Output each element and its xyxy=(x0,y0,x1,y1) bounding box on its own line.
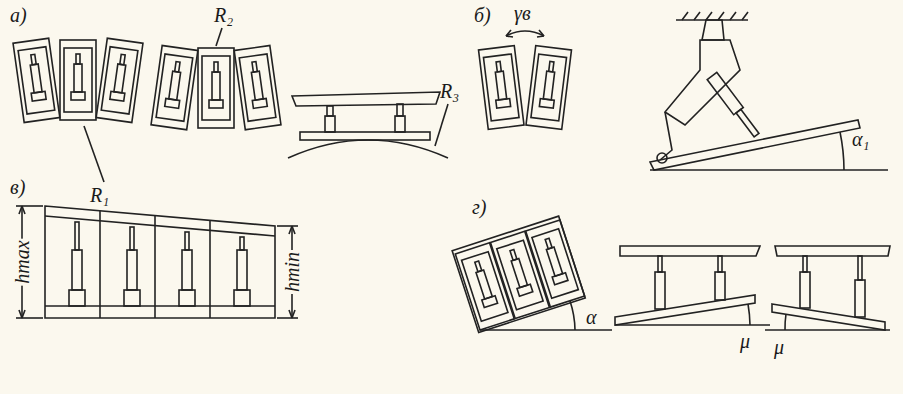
figure-label: α₁ xyxy=(850,128,871,150)
figure-label: R₂ xyxy=(212,4,235,26)
figure-label: R₃ xyxy=(438,80,461,102)
figure-label: α xyxy=(584,306,599,328)
figure-label: γв xyxy=(512,2,533,24)
figure-label: а) xyxy=(8,4,29,26)
figure-label: hmax xyxy=(11,238,33,285)
figure-label: hmin xyxy=(281,250,303,294)
figure-label: μ xyxy=(738,330,752,352)
figure-label: б) xyxy=(472,4,493,26)
figure-label: в) xyxy=(8,176,27,198)
figure-label: μ xyxy=(772,336,786,358)
figure-label: R₁ xyxy=(88,184,111,206)
figure-label: г) xyxy=(470,196,488,218)
